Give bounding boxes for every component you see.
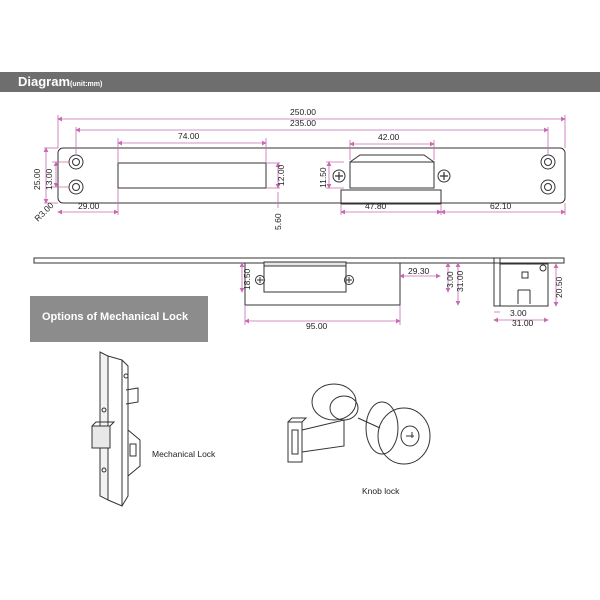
screw-right-top bbox=[437, 169, 451, 183]
dim-opening-height: 11.50 bbox=[318, 167, 328, 188]
end-body bbox=[499, 263, 549, 307]
dim-height-outer: 25.00 bbox=[32, 168, 42, 190]
dim-end-thickness: 3.00 bbox=[510, 308, 527, 318]
mount-hole-top-right bbox=[540, 154, 556, 170]
screw-left-top bbox=[332, 169, 346, 183]
end-dimensions bbox=[493, 263, 559, 323]
dim-body-width: 47.80 bbox=[365, 201, 387, 211]
dim-body-height: 18.50 bbox=[242, 268, 252, 290]
side-latch bbox=[263, 261, 347, 267]
top-dimension-labels: 250.00 235.00 74.00 42.00 29.00 47.80 62… bbox=[32, 107, 512, 230]
strike-plate-outline bbox=[57, 147, 566, 204]
dim-right-offset: 62.10 bbox=[490, 201, 512, 211]
dim-end-depth: 31.00 bbox=[512, 318, 534, 328]
header-bar bbox=[0, 72, 600, 92]
latch-body bbox=[340, 189, 442, 205]
caption-mechanical-lock: Mechanical Lock bbox=[152, 449, 216, 459]
caption-knob-lock: Knob lock bbox=[362, 486, 400, 496]
top-dimensions bbox=[43, 115, 566, 215]
mount-hole-bottom-left bbox=[68, 179, 84, 195]
top-view bbox=[57, 147, 566, 205]
mount-hole-top-left bbox=[68, 154, 84, 170]
dim-left-offset: 29.00 bbox=[78, 201, 100, 211]
dim-hole-span: 235.00 bbox=[290, 118, 316, 128]
dim-overall-length: 250.00 bbox=[290, 107, 316, 117]
options-title: Options of Mechanical Lock bbox=[42, 311, 189, 323]
options-panel bbox=[30, 296, 208, 342]
dim-slot-gap: 5.60 bbox=[273, 213, 283, 230]
dim-slot-height: 12.00 bbox=[276, 164, 286, 186]
dim-side-offset: 29.30 bbox=[408, 266, 430, 276]
slot-outline bbox=[117, 162, 267, 189]
dim-body-length: 95.00 bbox=[306, 321, 328, 331]
side-view bbox=[33, 257, 565, 306]
mount-hole-bottom-right bbox=[540, 179, 556, 195]
dim-slot-length: 74.00 bbox=[178, 131, 200, 141]
unit-label: (unit:mm) bbox=[70, 81, 103, 88]
side-dimensions bbox=[239, 262, 461, 325]
dim-opening-width: 42.00 bbox=[378, 132, 400, 142]
knob-lock-drawing bbox=[287, 383, 431, 465]
dim-corner-radius: R3.00 bbox=[32, 200, 55, 223]
side-body bbox=[263, 261, 347, 293]
mechanical-lock-drawing bbox=[91, 351, 141, 507]
dim-height-inner: 13.00 bbox=[44, 168, 54, 190]
dim-thickness: 3.00 bbox=[445, 271, 455, 288]
latch-opening bbox=[349, 161, 435, 189]
diagram-title-text: Diagram bbox=[18, 74, 71, 89]
end-plate bbox=[493, 257, 501, 307]
dim-end-height: 20.50 bbox=[554, 276, 564, 298]
end-dimension-labels: 20.50 3.00 31.00 bbox=[510, 276, 564, 328]
side-dimension-labels: 18.50 29.30 3.00 31.00 95.00 bbox=[242, 266, 465, 331]
diagram-title: Diagram(unit:mm) bbox=[18, 74, 102, 89]
end-view bbox=[493, 257, 549, 307]
dim-side-depth: 31.00 bbox=[455, 270, 465, 292]
